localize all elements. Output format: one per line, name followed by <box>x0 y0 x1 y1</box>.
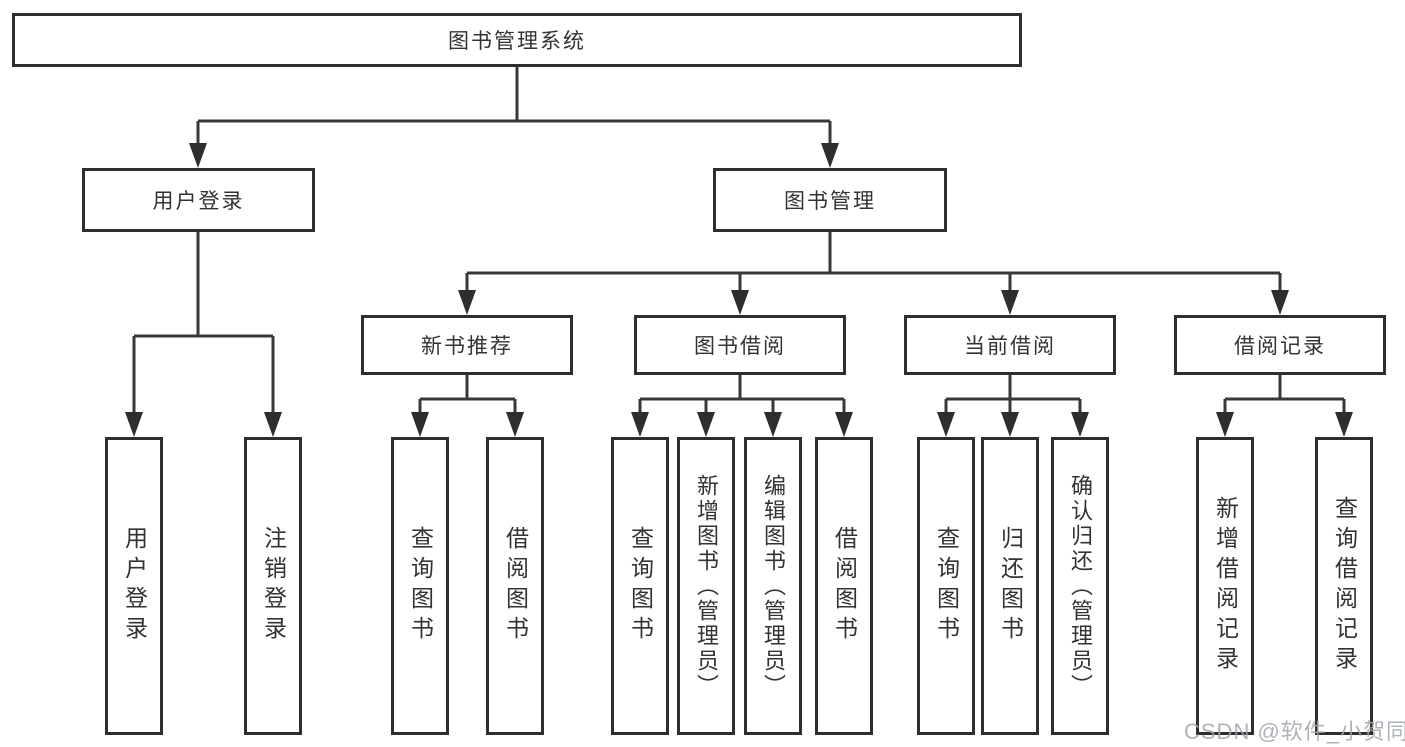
leaf-query-books-current: 查询图书 <box>917 437 975 735</box>
node-current-borrowing: 当前借阅 <box>904 315 1116 375</box>
leaf-borrow-books-recommendation: 借阅图书 <box>486 437 544 735</box>
leaf-user-login: 用户登录 <box>105 437 163 735</box>
node-new-book-recommendation: 新书推荐 <box>361 315 573 375</box>
leaf-logout-login: 注销登录 <box>244 437 302 735</box>
node-book-management: 图书管理 <box>713 168 947 232</box>
leaf-add-borrow-record: 新增借阅记录 <box>1196 437 1254 735</box>
leaf-return-books: 归还图书 <box>981 437 1039 735</box>
leaf-query-borrow-record: 查询借阅记录 <box>1315 437 1373 735</box>
node-book-borrowing: 图书借阅 <box>634 315 846 375</box>
leaf-query-books-recommendation: 查询图书 <box>391 437 449 735</box>
csdn-watermark: CSDN @软件_小贺同学 <box>1184 719 1405 744</box>
node-borrowing-records: 借阅记录 <box>1174 315 1386 375</box>
leaf-edit-books-admin: 编辑图书（管理员） <box>744 437 802 735</box>
node-user-login: 用户登录 <box>82 168 315 232</box>
leaf-add-books-admin: 新增图书（管理员） <box>677 437 735 735</box>
leaf-confirm-return-admin: 确认归还（管理员） <box>1051 437 1109 735</box>
leaf-query-books-borrowing: 查询图书 <box>611 437 669 735</box>
node-library-management-system: 图书管理系统 <box>12 13 1022 67</box>
leaf-borrow-books-borrowing: 借阅图书 <box>815 437 873 735</box>
